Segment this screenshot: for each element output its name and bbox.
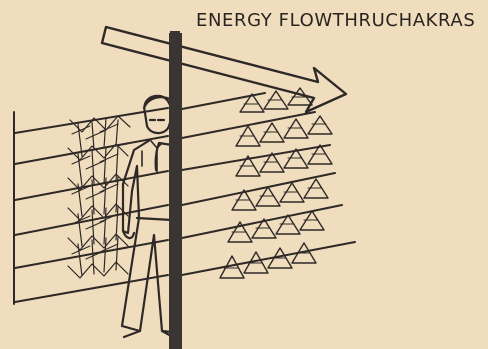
right-grid-lines (182, 93, 355, 275)
left-energy-pattern (68, 116, 130, 278)
center-pole (169, 31, 182, 349)
flow-arrow (102, 27, 346, 112)
left-grid-lines (14, 108, 168, 304)
